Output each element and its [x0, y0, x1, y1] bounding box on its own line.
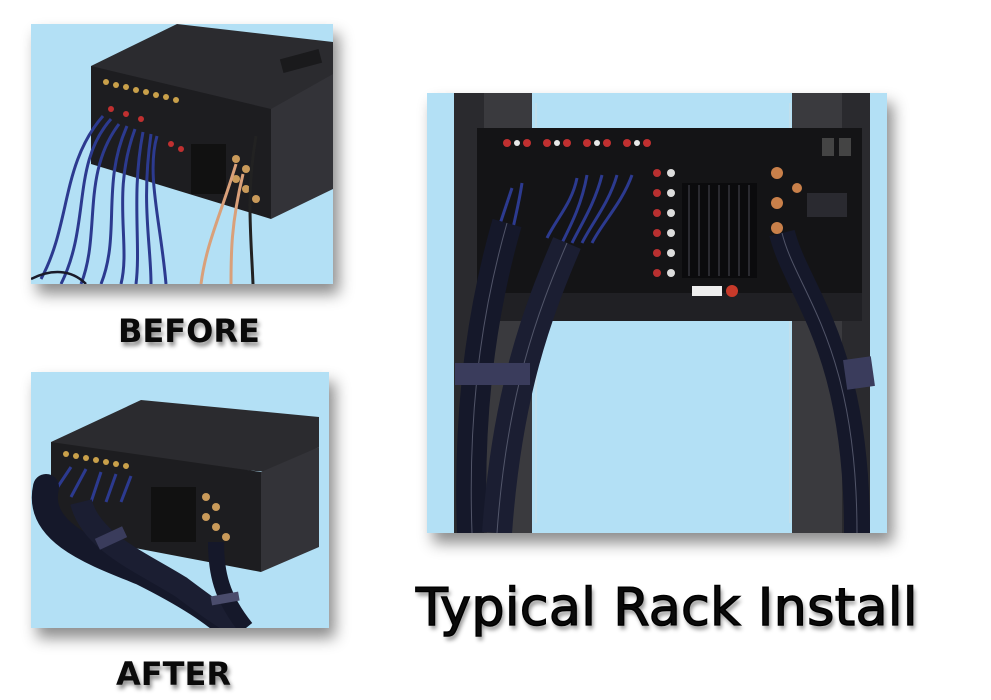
velcro-strap	[210, 591, 240, 606]
before-photo	[31, 24, 333, 284]
before-caption: BEFORE	[118, 312, 260, 350]
rack-install-illustration	[427, 93, 887, 533]
receiver-after-illustration	[31, 372, 329, 628]
velcro-strap	[94, 526, 128, 550]
after-caption: AFTER	[116, 655, 231, 693]
after-photo	[31, 372, 329, 628]
velcro-strap	[455, 363, 530, 385]
rack-photo	[427, 93, 887, 533]
rack-caption: Typical Rack Install	[415, 577, 918, 639]
velcro-strap	[843, 356, 875, 390]
receiver-before-illustration	[31, 24, 333, 284]
